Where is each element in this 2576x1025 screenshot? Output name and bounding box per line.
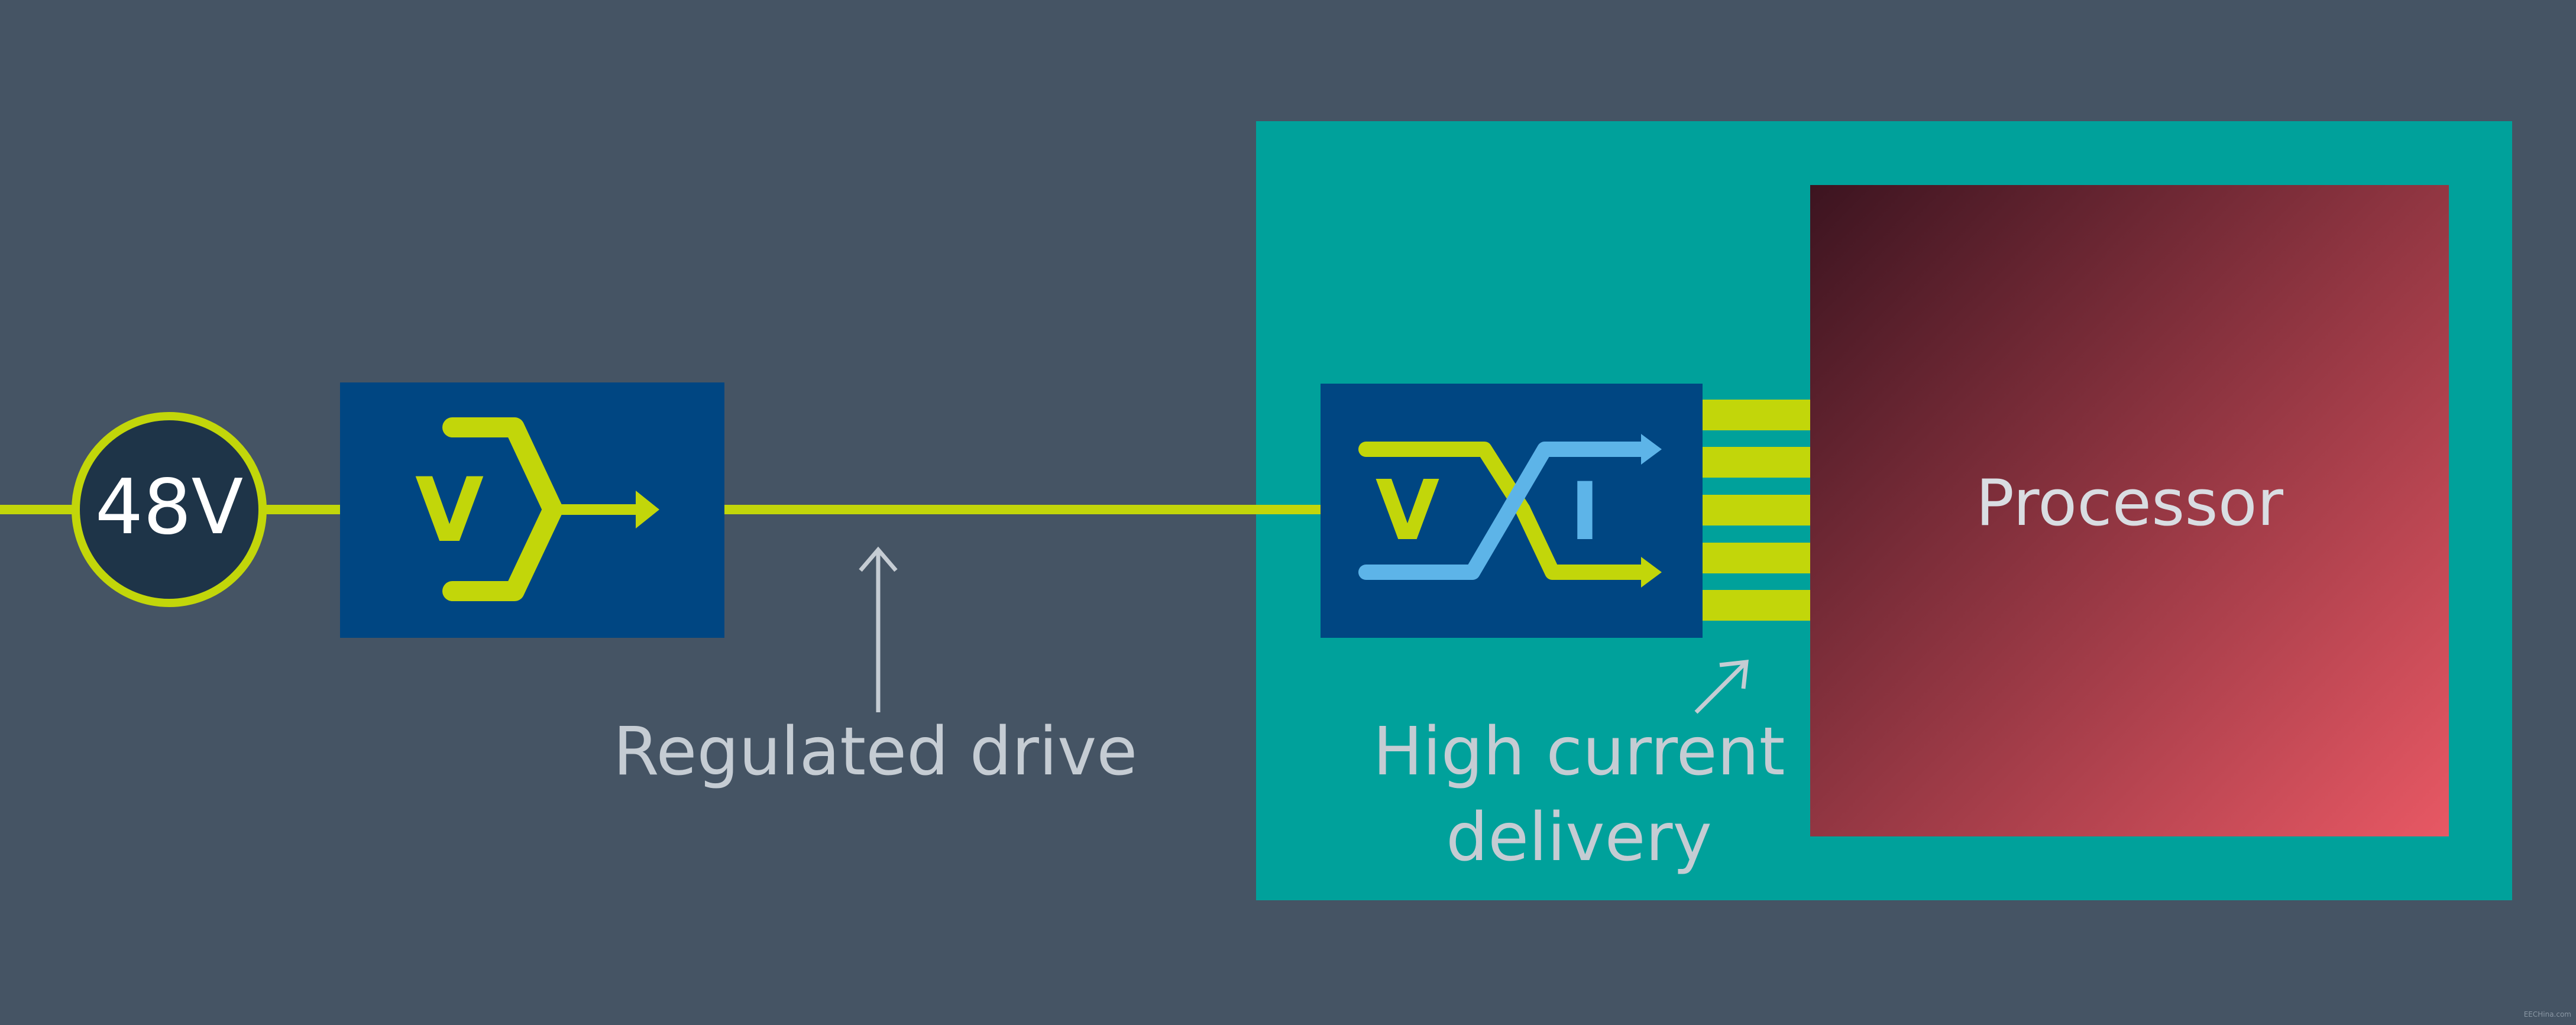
regulated-drive-label: Regulated drive: [613, 713, 1137, 790]
high-current-label-line2: delivery: [1446, 799, 1712, 876]
converter-v-block: V: [340, 382, 724, 638]
current-arrowhead-icon: [1641, 434, 1662, 465]
regulated-drive-arrowhead-icon: [859, 546, 898, 572]
source-label: 48V: [95, 463, 243, 552]
high-current-arrowhead-icon: [1719, 660, 1749, 689]
current-path: [1358, 442, 1652, 580]
high-current-label-line1: High current: [1373, 713, 1785, 790]
current-finger: [1703, 447, 1810, 478]
converter-vi-i-letter: I: [1570, 465, 1600, 558]
watermark: EECHina.com: [2523, 1010, 2571, 1018]
current-fingers: [1703, 400, 1810, 621]
converter-v-box: [340, 382, 724, 638]
processor-label: Processor: [1976, 466, 2284, 540]
source-48v: 48V: [72, 412, 267, 607]
converter-vi-icon: V I: [1358, 434, 1662, 588]
annotation-high-current: High current delivery: [1373, 660, 1785, 876]
voltage-path-bottom: [1515, 502, 1652, 580]
annotation-regulated-drive: Regulated drive: [613, 546, 1137, 790]
current-finger: [1703, 495, 1810, 526]
voltage-arrowhead-icon: [1641, 557, 1662, 588]
converter-vi-block: V I: [1321, 384, 1703, 638]
source-circle: [72, 412, 267, 607]
current-finger: [1703, 543, 1810, 573]
converter-v-icon: V: [415, 417, 659, 601]
converter-vi-v-letter: V: [1376, 463, 1439, 559]
current-finger: [1703, 400, 1810, 430]
converter-v-letter: V: [415, 459, 484, 562]
processor-box: [1810, 185, 2449, 836]
voltage-path-top: [1358, 442, 1530, 517]
output-arrowhead-icon: [636, 491, 659, 528]
processor-block: Processor: [1810, 185, 2449, 836]
high-current-arrow: [1694, 662, 1746, 714]
current-finger: [1703, 590, 1810, 621]
